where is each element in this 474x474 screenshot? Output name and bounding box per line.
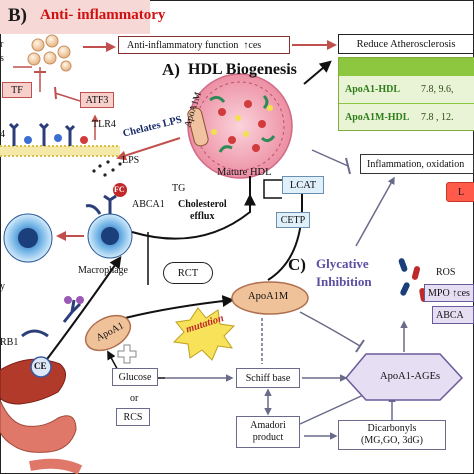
amadori-line2: product <box>252 432 284 443</box>
dicarbonyls-line2: (MG,GO, 3dG) <box>361 435 423 446</box>
glucose-box: Glucose <box>112 368 158 386</box>
cetp-box: CETP <box>276 212 310 228</box>
tlr4-receptors <box>8 122 88 146</box>
arrow-hdl-to-athero <box>303 60 332 85</box>
cell-membrane <box>0 145 120 157</box>
panel-b-title: Anti- inflammatory <box>40 7 166 23</box>
ce-label: CE <box>34 361 47 371</box>
ce-marker <box>30 356 52 378</box>
intestine <box>0 399 77 453</box>
mpo-box: MPO ↑ces <box>424 284 474 302</box>
tlr4-left-label: 4 <box>0 129 5 140</box>
or-label: or <box>130 393 139 404</box>
anti-function-increase: ↑ces <box>243 39 262 51</box>
srb1-receptor <box>21 329 49 338</box>
mutation-burst <box>172 307 236 361</box>
atf3-box: ATF3 <box>80 92 114 108</box>
srb1-label: RB1 <box>0 337 19 348</box>
table-cell-value: 7.8 , 12. <box>421 111 454 123</box>
panel-b-heading: B) <box>8 5 27 26</box>
arrow-to-inflammation <box>355 176 395 247</box>
lcat-cetp-connector <box>263 179 290 199</box>
header-band <box>0 0 150 34</box>
schiff-base-box: Schiff base <box>236 368 300 388</box>
tg-label: TG <box>172 183 186 194</box>
left-y-label: y <box>0 281 5 292</box>
table-cell-name: ApoA1-HDL <box>345 84 401 95</box>
table-header <box>339 58 474 76</box>
apoa1m-label: ApoA1M <box>248 291 289 302</box>
cholesterol-efflux-label-2: efflux <box>190 211 215 222</box>
lipoprotein-balls <box>27 34 72 72</box>
mature-hdl-label: Mature HDL <box>217 167 272 178</box>
reduce-atherosclerosis-box: Reduce Atherosclerosis <box>338 34 474 54</box>
arrow-chelates-lps <box>116 137 181 161</box>
rct-oval: RCT <box>163 262 213 284</box>
abca-box: ABCA <box>432 306 474 324</box>
cross-icon <box>117 344 137 364</box>
dicarbonyls-box: Dicarbonyls (MG,GO, 3dG) <box>338 420 446 450</box>
left-cut-text-1: r <box>0 39 4 50</box>
lps-label: LPS <box>122 155 140 166</box>
table-row: ApoA1M-HDL 7.8 , 12. <box>339 104 474 130</box>
ros-capsules <box>398 258 427 302</box>
amadori-box: Amadori product <box>236 416 300 448</box>
table-cell-name: ApoA1M-HDL <box>345 111 410 123</box>
panel-c-title-line1: Glycative <box>316 256 369 271</box>
atf3-to-tf <box>54 92 81 102</box>
panel-a-title: HDL Biogenesis <box>188 61 297 78</box>
apoa1-ages-shape <box>345 353 464 401</box>
ros-label: ROS <box>436 267 456 278</box>
panel-c-title-line2: Inhibition <box>316 274 372 289</box>
red-l-box: L <box>446 182 474 202</box>
apoa1-ellipse <box>84 314 132 352</box>
hdl-table: ApoA1-HDL 7.8, 9.6, ApoA1M-HDL 7.8 , 12. <box>338 57 474 131</box>
rcs-box: RCS <box>116 408 150 426</box>
left-cut-text-2: s <box>0 53 4 64</box>
apoa1m-ellipse <box>231 281 309 315</box>
mature-hdl-particle <box>187 73 293 179</box>
amadori-line1: Amadori <box>250 420 286 431</box>
inflammation-box: Inflammation, oxidation <box>360 154 474 174</box>
lcat-box: LCAT <box>282 176 324 194</box>
anti-function-label: Anti-inflammatory function <box>127 39 239 51</box>
macrophage-label: Macrophage <box>78 265 128 276</box>
cholesterol-efflux-label-1: Cholesterol <box>178 199 227 210</box>
table-row: ApoA1-HDL 7.8, 9.6, <box>339 76 474 104</box>
lps-particles <box>92 160 122 177</box>
panel-a-heading: A) <box>162 60 180 79</box>
panel-c-heading: C) <box>288 255 306 274</box>
anti-inflammatory-function-box: Anti-inflammatory function ↑ces <box>118 36 290 54</box>
abca1-label: ABCA1 <box>132 199 165 210</box>
tlr4-label: TLR4 <box>92 119 116 130</box>
fc-label: FC <box>114 185 125 194</box>
table-cell-value: 7.8, 9.6, <box>421 84 454 95</box>
tf-box: TF <box>2 82 32 98</box>
dicarbonyls-line1: Dicarbonyls <box>367 422 417 434</box>
macrophage-cells <box>3 183 133 263</box>
apoa1-ages-label: ApoA1-AGEs <box>380 371 441 382</box>
